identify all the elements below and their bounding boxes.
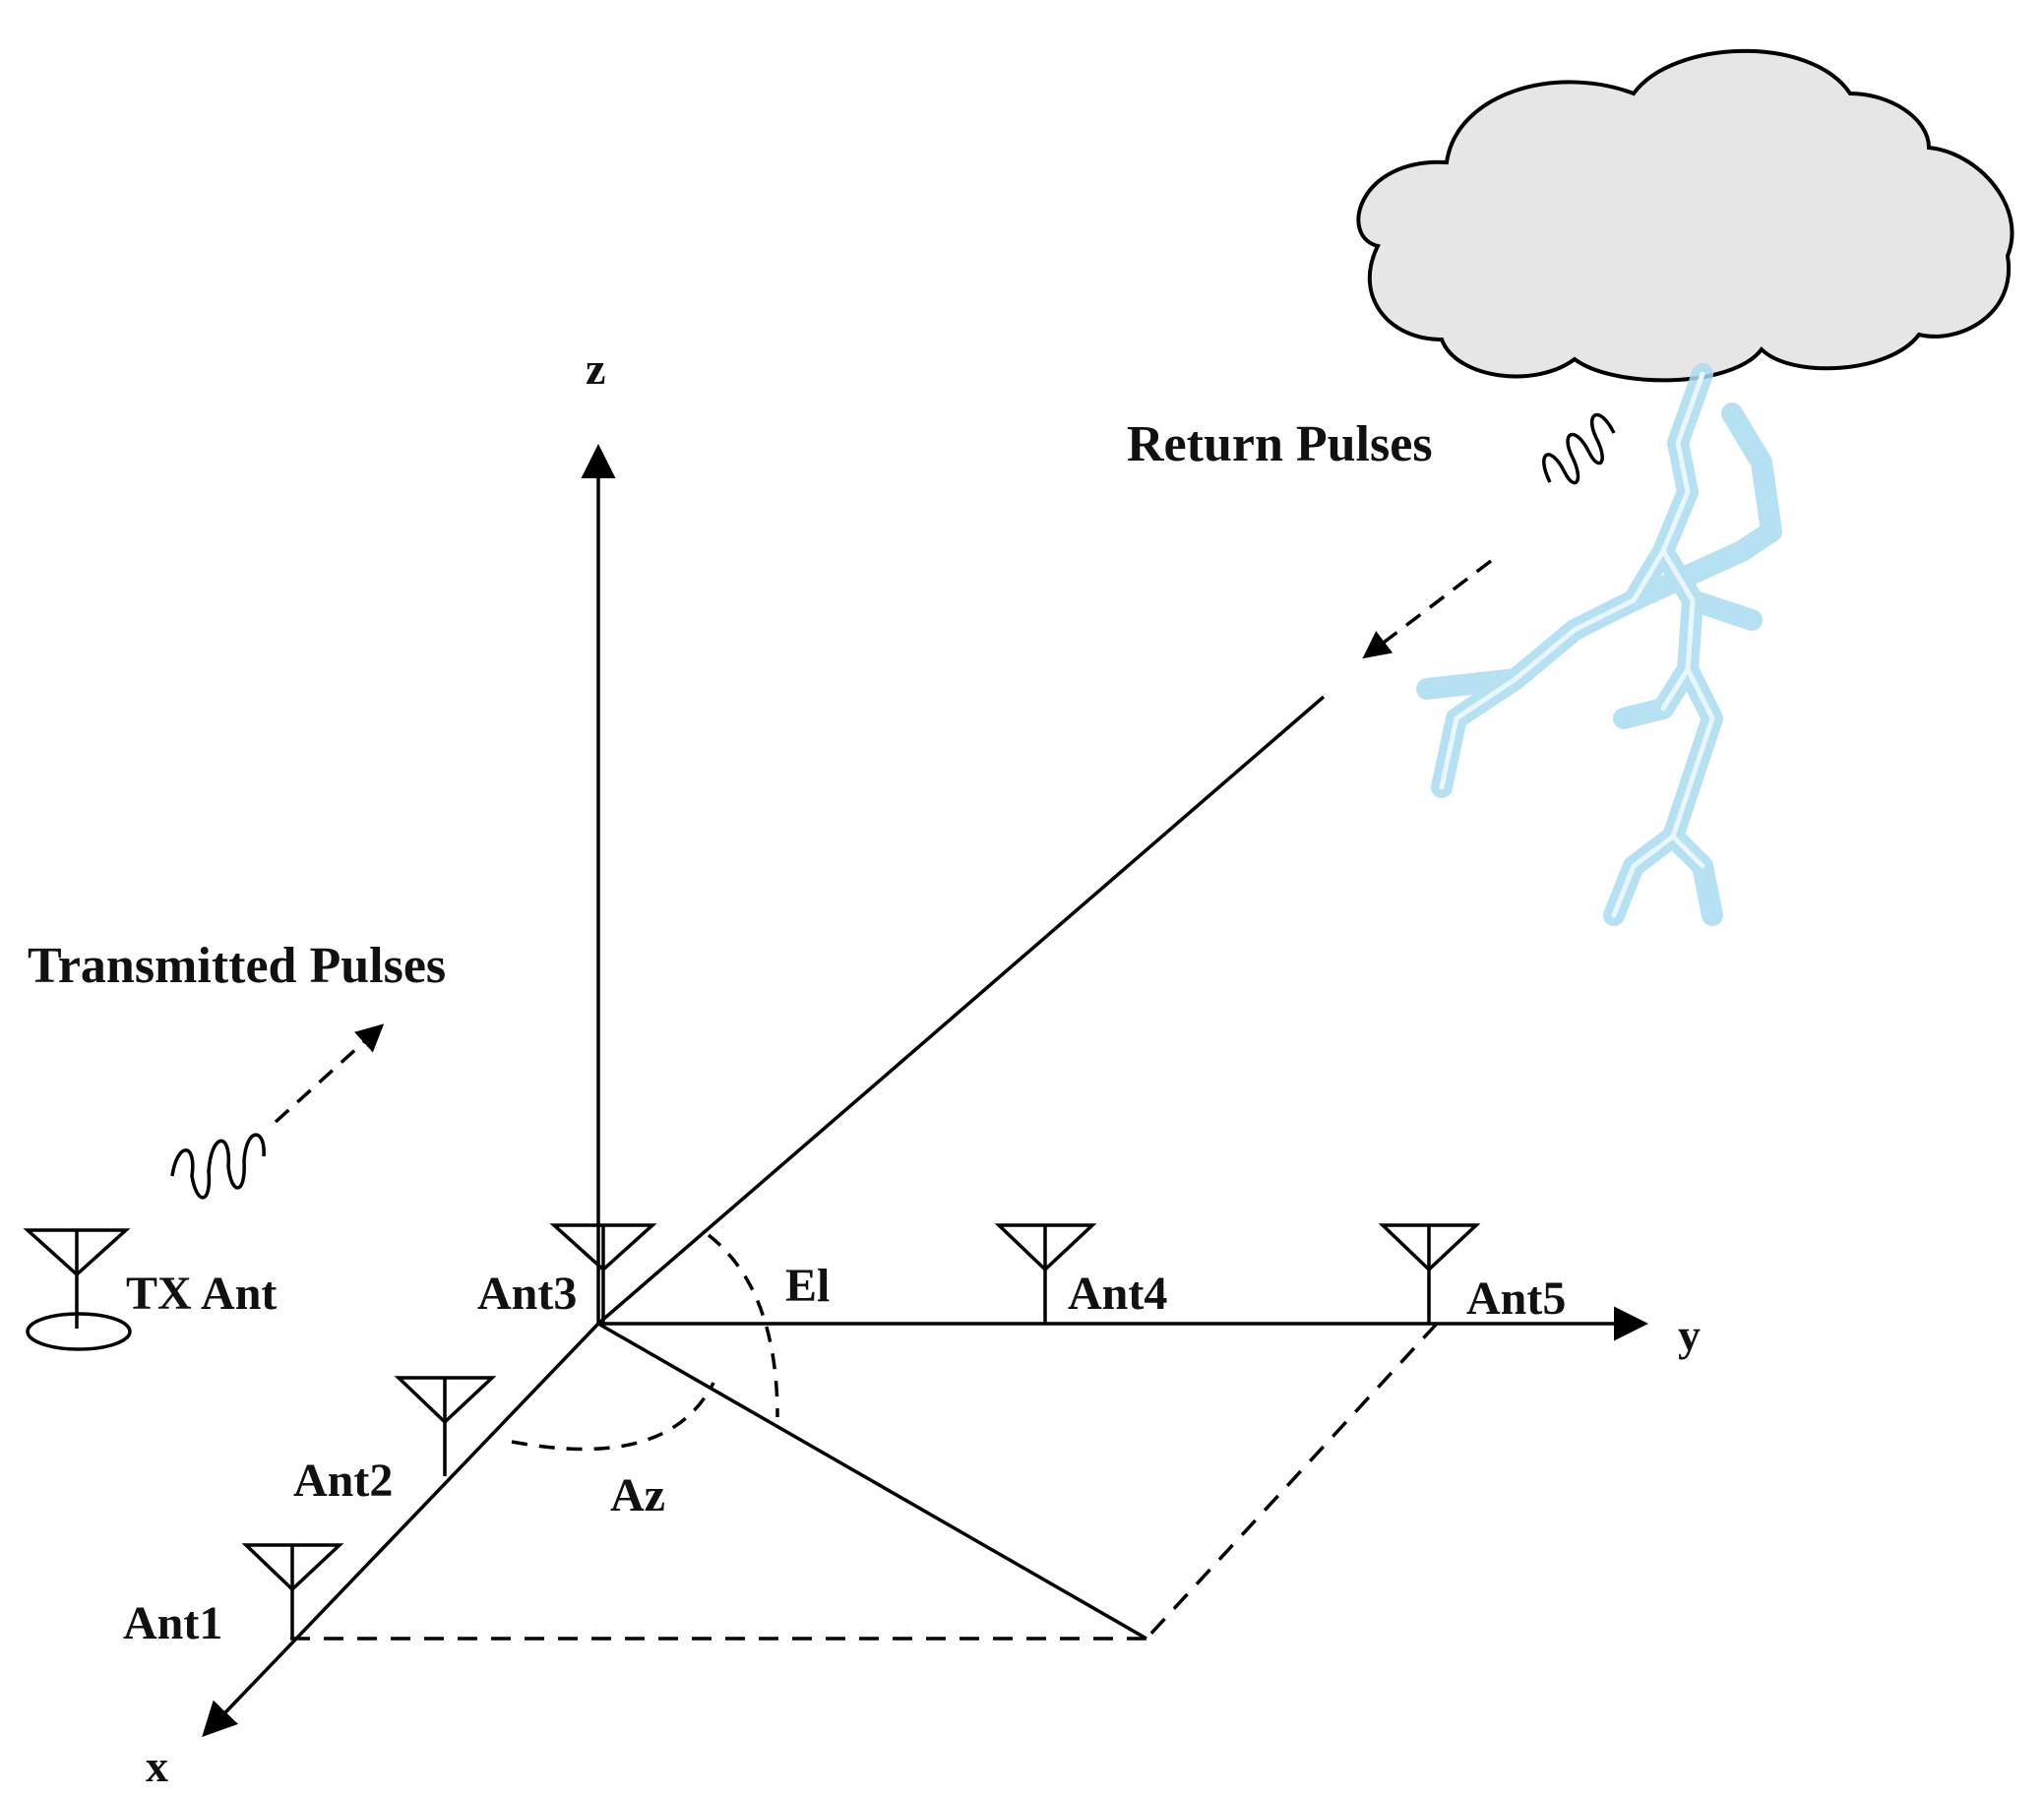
y-axis-label: y (1678, 1310, 1701, 1360)
antenna-2-icon (394, 1376, 497, 1476)
ant5-label: Ant5 (1466, 1272, 1566, 1325)
storm-cloud-icon (1356, 48, 2014, 383)
ant3-label: Ant3 (477, 1268, 577, 1320)
transmitted-wave-icon (170, 1133, 266, 1200)
x-axis-label: x (146, 1741, 168, 1791)
z-axis-label: z (586, 343, 605, 394)
dashed-y-projection (1145, 1322, 1439, 1641)
elevation-arc (707, 1233, 779, 1418)
ant4-label: Ant4 (1068, 1268, 1167, 1320)
coordinate-axes (202, 444, 1648, 1738)
ground-projection-line (597, 1322, 1147, 1641)
tx-ant-label: TX Ant (126, 1268, 277, 1320)
transmitted-pulses-label: Transmitted Pulses (28, 938, 446, 994)
x-axis (202, 1322, 600, 1738)
range-line (596, 695, 1326, 1326)
ant1-label: Ant1 (123, 1597, 222, 1649)
azimuth-angle-label: Az (610, 1469, 665, 1521)
antenna-1-icon (241, 1543, 344, 1639)
return-pulses-group (1362, 412, 1616, 659)
return-wave-icon (1542, 412, 1616, 485)
antenna-4-icon (994, 1223, 1097, 1324)
transmitted-direction-arrow (274, 1023, 385, 1124)
transmitted-pulses-group (170, 1023, 385, 1200)
target-geometry (290, 695, 1439, 1641)
elevation-angle-label: El (785, 1260, 830, 1312)
azimuth-arc (511, 1382, 715, 1452)
tx-antenna-icon (23, 1228, 132, 1351)
angle-arcs (511, 1233, 779, 1452)
lightning-bolt-icon (1416, 363, 1782, 926)
antenna-3-icon (549, 1223, 657, 1324)
ant2-label: Ant2 (293, 1455, 393, 1507)
return-pulses-label: Return Pulses (1127, 416, 1433, 472)
antenna-5-icon (1378, 1223, 1481, 1324)
return-direction-arrow (1362, 559, 1493, 659)
